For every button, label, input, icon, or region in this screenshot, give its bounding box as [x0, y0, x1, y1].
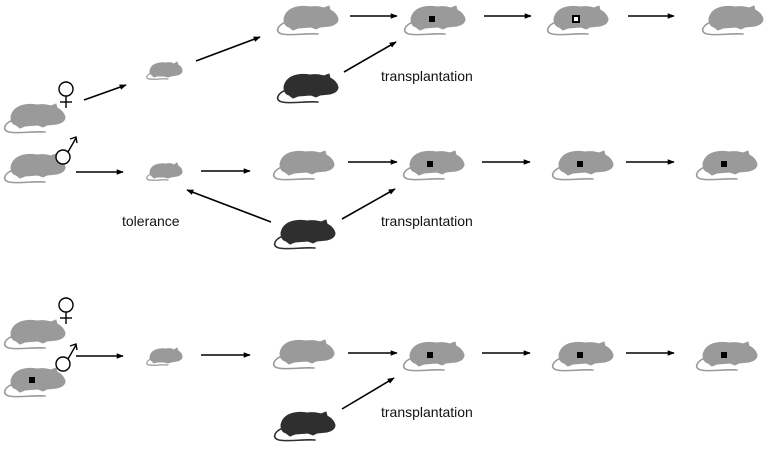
graft-square-icon [29, 377, 35, 383]
transplantation-label-row-1: transplantation [381, 68, 473, 84]
host-mouse-icon [272, 339, 335, 370]
transplantation-label-row-3: transplantation [381, 404, 473, 420]
tolerance-label: tolerance [122, 213, 180, 229]
donor-mouse-icon [273, 219, 336, 250]
recipient-mouse-icon [402, 341, 465, 372]
arrow [83, 84, 127, 101]
host-mouse-icon [272, 150, 335, 181]
transplantation-label-row-2: transplantation [381, 213, 473, 229]
female-symbol-icon [58, 81, 74, 108]
parent-female-mouse-icon [3, 103, 66, 134]
arrow [343, 41, 397, 73]
arrow [341, 188, 396, 220]
pup-mouse-icon [146, 347, 183, 366]
female-symbol-icon [58, 297, 74, 324]
graft-square-icon [577, 161, 583, 167]
male-symbol-icon [55, 343, 78, 372]
graft-square-icon [577, 352, 583, 358]
pup-mouse-icon [146, 162, 183, 181]
arrow [195, 36, 261, 62]
male-symbol-icon [55, 136, 78, 165]
parent-female-mouse-icon [3, 319, 66, 350]
recipient-mouse-icon [402, 150, 465, 181]
arrow [341, 377, 395, 410]
row-3 [3, 297, 758, 442]
row-1 [3, 5, 764, 184]
graft-square-icon [721, 352, 727, 358]
pup-mouse-icon [146, 61, 183, 80]
row-2 [76, 150, 758, 250]
graft-square-icon [721, 161, 727, 167]
graft-square-icon [427, 161, 433, 167]
graft-square-icon [427, 352, 433, 358]
host-mouse-icon [276, 5, 339, 36]
donor-mouse-icon [276, 73, 339, 104]
graft-square-icon [429, 16, 435, 22]
graft-rejected-mouse-icon [701, 5, 764, 36]
tolerance-arrow [186, 189, 272, 223]
donor-mouse-icon [273, 411, 336, 442]
